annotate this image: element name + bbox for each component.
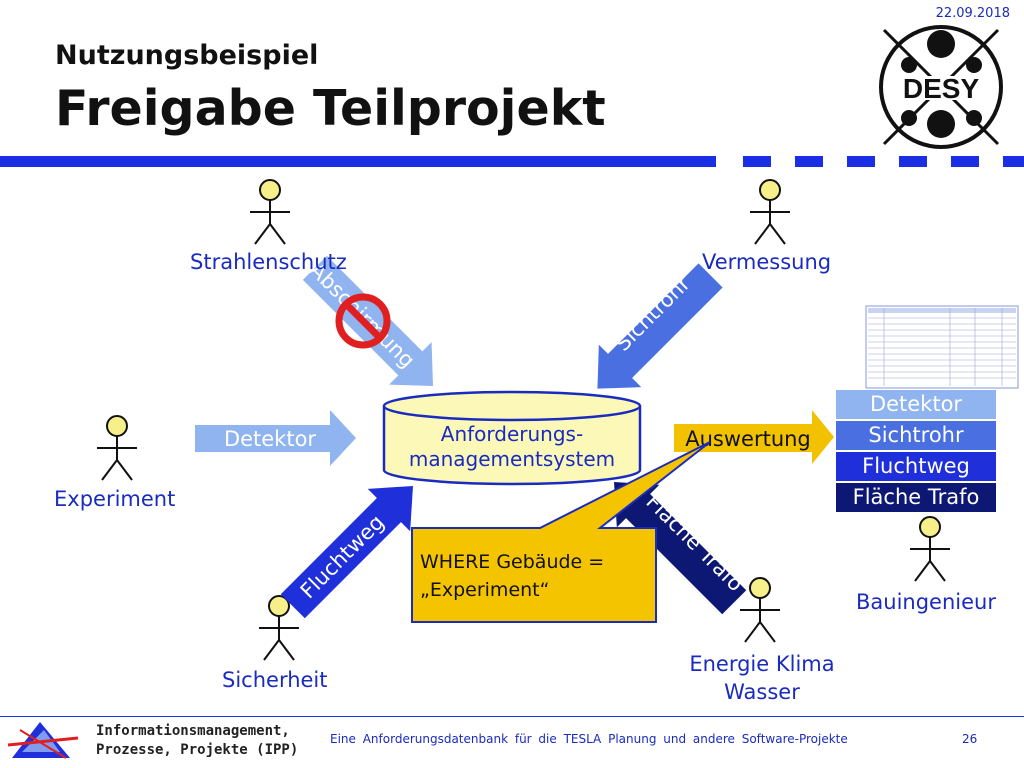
actor-bauingenieur-icon [909,516,951,582]
slide-date: 22.09.2018 [935,6,1010,21]
actor-sicherheit-label: Sicherheit [222,668,328,692]
database-cylinder [382,390,642,486]
footer-org-line2: Prozesse, Projekte (IPP) [96,742,299,758]
database-label: Anforderungs- managementsystem [384,422,640,472]
desy-logo: DESY [879,25,1003,149]
footer-org: Informationsmanagement, Prozesse, Projek… [96,722,298,760]
header-rule-dash [899,156,927,167]
footer-org-line1: Informationsmanagement, [96,723,290,739]
actor-experiment-label: Experiment [54,487,176,511]
result-list-item-fluchtweg: Fluchtweg [836,452,996,483]
arrow-fluchtweg-label: Fluchtweg [296,510,389,603]
header-rule-dash [951,156,979,167]
header-rule-dash [743,156,771,167]
actor-energie-label-line2: Wasser [724,680,800,704]
slide-title: Freigabe Teilprojekt [55,80,606,137]
ipp-logo-icon [7,722,79,759]
actor-energie-label: Energie Klima Wasser [684,650,840,706]
actor-experiment-icon [96,415,138,481]
callout-line2: „Experiment“ [420,579,550,601]
result-list-item-flaeche-trafo: Fläche Trafo [836,483,996,514]
database-label-line2: managementsystem [408,447,616,471]
actor-bauingenieur-label: Bauingenieur [856,590,996,614]
actor-energie-icon [739,577,781,643]
arrow-auswertung-label: Auswertung [685,427,811,451]
stop-icon [335,293,391,349]
actor-energie-label-line1: Energie Klima [689,652,835,676]
header-rule-dash [847,156,875,167]
header-rule [0,156,716,167]
footer-description: Eine Anforderungsdatenbank für die TESLA… [330,732,848,746]
actor-vermessung-label: Vermessung [702,250,832,274]
arrow-sichtrohr: Sichtrohr [597,263,723,389]
actor-strahlenschutz-label: Strahlenschutz [190,250,347,274]
result-list-item-sichtrohr: Sichtrohr [836,421,996,452]
callout-text: WHERE Gebäude = „Experiment“ [420,548,650,604]
result-list-item-detektor: Detektor [836,390,996,421]
slide-subtitle: Nutzungsbeispiel [55,40,319,71]
callout-bubble [411,441,711,623]
footer-rule [0,716,1024,717]
actor-strahlenschutz-icon [249,179,291,245]
report-thumbnail [865,305,1019,389]
header-rule-dash [1003,156,1024,167]
page-number: 26 [962,732,978,746]
database-label-line1: Anforderungs- [440,422,584,446]
callout-line1: WHERE Gebäude = [420,551,605,573]
actor-vermessung-icon [749,179,791,245]
header-rule-dash [795,156,823,167]
arrow-fluchtweg: Fluchtweg [280,486,413,619]
arrow-detektor-label: Detektor [224,427,316,451]
arrow-abschirmung-label: Abschirmung [305,258,420,373]
arrow-auswertung: Auswertung [674,410,834,464]
arrow-detektor: Detektor [195,410,356,466]
logo-text: DESY [903,73,980,104]
